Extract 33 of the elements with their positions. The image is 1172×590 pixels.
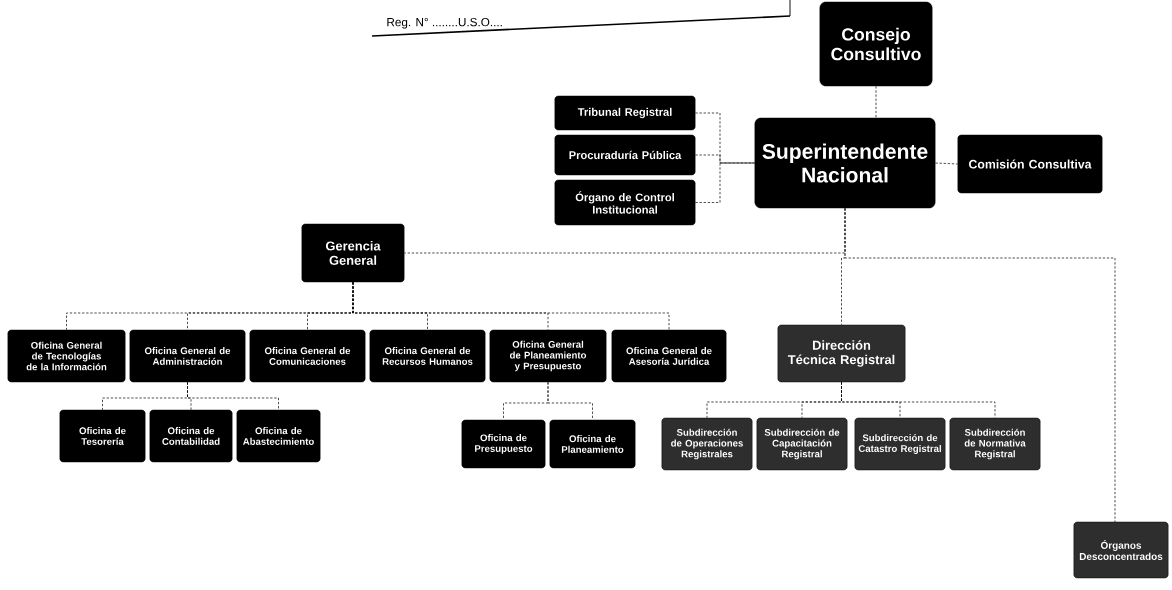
org-box: Subdirección de Catastro Registral [854, 417, 946, 471]
org-box: Oficina General de Asesoría Jurídica [611, 329, 727, 383]
connector-line [187, 381, 279, 411]
org-box: Oficina de Planeamiento [549, 419, 636, 469]
org-box: Superintendente Nacional [754, 117, 936, 209]
org-box: Órganos Desconcentrados [1073, 521, 1169, 579]
org-box: Consejo Consultivo [819, 1, 933, 87]
org-box: Oficina General de Planeamiento y Presupuesto [489, 329, 607, 383]
connector-line [844, 207, 1116, 523]
org-box: Subdirección de Capacitación Registral [756, 417, 848, 471]
connector-line [935, 162, 958, 165]
org-box: Oficina General de Tecnologías de la Información [7, 329, 126, 383]
org-box: Oficina General de Administración [129, 329, 246, 383]
connector-line [841, 381, 996, 419]
org-box: Subdirección de Operaciones Registrales [661, 417, 753, 471]
org-box: Oficina de Abastecimiento [236, 409, 321, 463]
org-box: Gerencia General [301, 223, 405, 283]
org-box: Dirección Técnica Registral [777, 324, 906, 383]
connector-line [547, 381, 593, 421]
org-box: Oficina de Tesorería [59, 409, 146, 463]
org-box: Oficina General de Comunicaciones [249, 329, 366, 383]
connector-line [352, 281, 670, 331]
org-box: Procuraduría Pública [554, 134, 696, 176]
org-box: Oficina de Presupuesto [461, 419, 546, 469]
connector-line [875, 85, 877, 119]
org-box: Subdirección de Normativa Registral [949, 417, 1041, 471]
org-box: Órgano de Control Institucional [554, 179, 696, 226]
org-box: Oficina General de Recursos Humanos [369, 329, 486, 383]
org-box: Tribunal Registral [554, 95, 696, 131]
connector-line [695, 162, 755, 203]
org-box: Oficina de Contabilidad [149, 409, 233, 463]
org-box: Comisión Consultiva [957, 134, 1103, 194]
stamp-text: Reg. N° ........U.S.O.... [387, 18, 502, 29]
